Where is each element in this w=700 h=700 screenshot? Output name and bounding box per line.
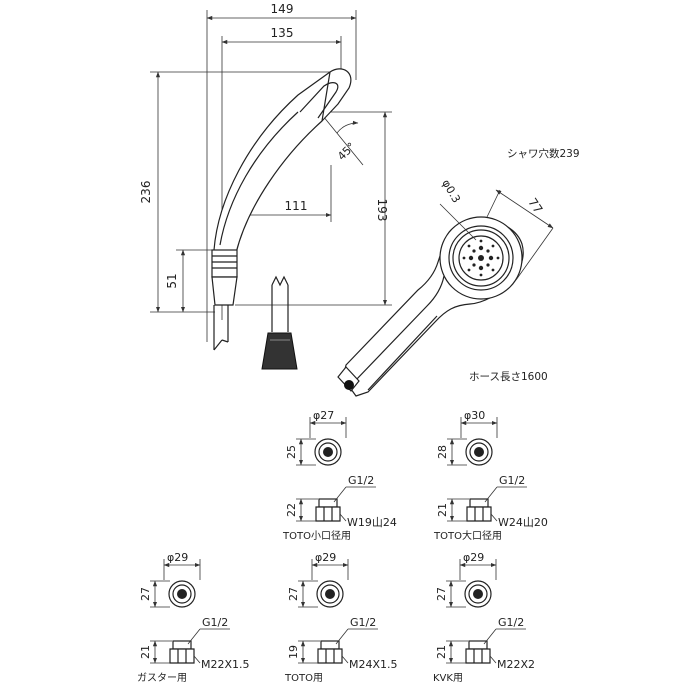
dim-51: 51 xyxy=(165,273,179,288)
nut-side-body xyxy=(317,648,343,664)
adapter-height: 28 xyxy=(436,445,449,459)
dim-line-77 xyxy=(495,189,554,229)
hose-length-note: ホース長さ1600 xyxy=(469,371,548,383)
shower-holes-note: シャワ穴数239 xyxy=(507,147,580,160)
dim-77: 77 xyxy=(525,196,545,216)
adapter-views: φ272522G1/2W19山24TOTO小口径用φ302821G1/2W24山… xyxy=(137,409,548,684)
dim-193: 193 xyxy=(375,199,389,222)
nut-top-inner xyxy=(320,584,340,604)
adapter-length: 21 xyxy=(139,645,152,659)
adapter-height: 27 xyxy=(287,587,300,601)
adapter-length: 19 xyxy=(287,645,300,659)
nut-bore xyxy=(325,589,335,599)
adapter-thread: G1/2 xyxy=(350,616,376,629)
nut-top-inner xyxy=(318,442,338,462)
nut-side-top xyxy=(469,498,489,508)
nut-side-body xyxy=(466,506,492,522)
nut-side-top xyxy=(468,640,488,650)
nut-side-top xyxy=(320,640,340,650)
adapter-diameter: φ29 xyxy=(167,551,188,564)
shower-head-view: 77 φ0.3 シャワ穴数239 ホース長さ1600 xyxy=(337,147,580,397)
adapter-spec: M24X1.5 xyxy=(349,658,398,671)
connector-end xyxy=(344,380,354,390)
handle-side-view: 149 135 236 51 193 111 45° xyxy=(139,2,392,370)
nut-top-inner xyxy=(172,584,192,604)
nut-side-body xyxy=(315,506,341,522)
adapter-height: 27 xyxy=(139,587,152,601)
dim-236: 236 xyxy=(139,181,153,204)
nut-bore xyxy=(474,447,484,457)
dim-149: 149 xyxy=(271,2,294,16)
adapter-label: TOTO用 xyxy=(284,673,323,684)
angle-45: 45° xyxy=(335,140,358,163)
adapter-spec: W24山20 xyxy=(498,516,548,529)
hole-diameter: φ0.3 xyxy=(439,177,463,205)
adapter-thread: G1/2 xyxy=(499,474,525,487)
dim-111: 111 xyxy=(285,199,308,213)
adapter-thread: G1/2 xyxy=(202,616,228,629)
nut-bore xyxy=(323,447,333,457)
nut-top-inner xyxy=(469,442,489,462)
nut-bore xyxy=(473,589,483,599)
adapter-label: KVK用 xyxy=(433,673,463,684)
adapter-diameter: φ29 xyxy=(315,551,336,564)
nut-top-inner xyxy=(468,584,488,604)
adapter-spec: M22X1.5 xyxy=(201,658,250,671)
nut-bore xyxy=(177,589,187,599)
nozzle-holes xyxy=(462,239,500,277)
adapter-thread: G1/2 xyxy=(498,616,524,629)
adapter-label: TOTO大口径用 xyxy=(433,529,502,542)
adapter-length: 21 xyxy=(436,503,449,517)
adapter-diameter: φ27 xyxy=(313,409,334,422)
nut-side-top xyxy=(172,640,192,650)
adapter-height: 27 xyxy=(435,587,448,601)
adapter-label: ガスター用 xyxy=(137,672,187,684)
adapter-diameter: φ29 xyxy=(463,551,484,564)
adapter-spec: W19山24 xyxy=(347,516,397,529)
adapter-length: 22 xyxy=(285,503,298,517)
nut-side-body xyxy=(465,648,491,664)
nut-side-top xyxy=(318,498,338,508)
hose-nut xyxy=(261,332,298,370)
adapter-label: TOTO小口径用 xyxy=(282,529,351,542)
adapter-height: 25 xyxy=(285,445,298,459)
adapter-diameter: φ30 xyxy=(464,409,485,422)
adapter-spec: M22X2 xyxy=(497,658,535,671)
handle-body xyxy=(213,68,352,254)
dim-135: 135 xyxy=(271,26,294,40)
adapter-length: 21 xyxy=(435,645,448,659)
adapter-thread: G1/2 xyxy=(348,474,374,487)
nut-side-body xyxy=(169,648,195,664)
handle-collar xyxy=(211,249,238,278)
